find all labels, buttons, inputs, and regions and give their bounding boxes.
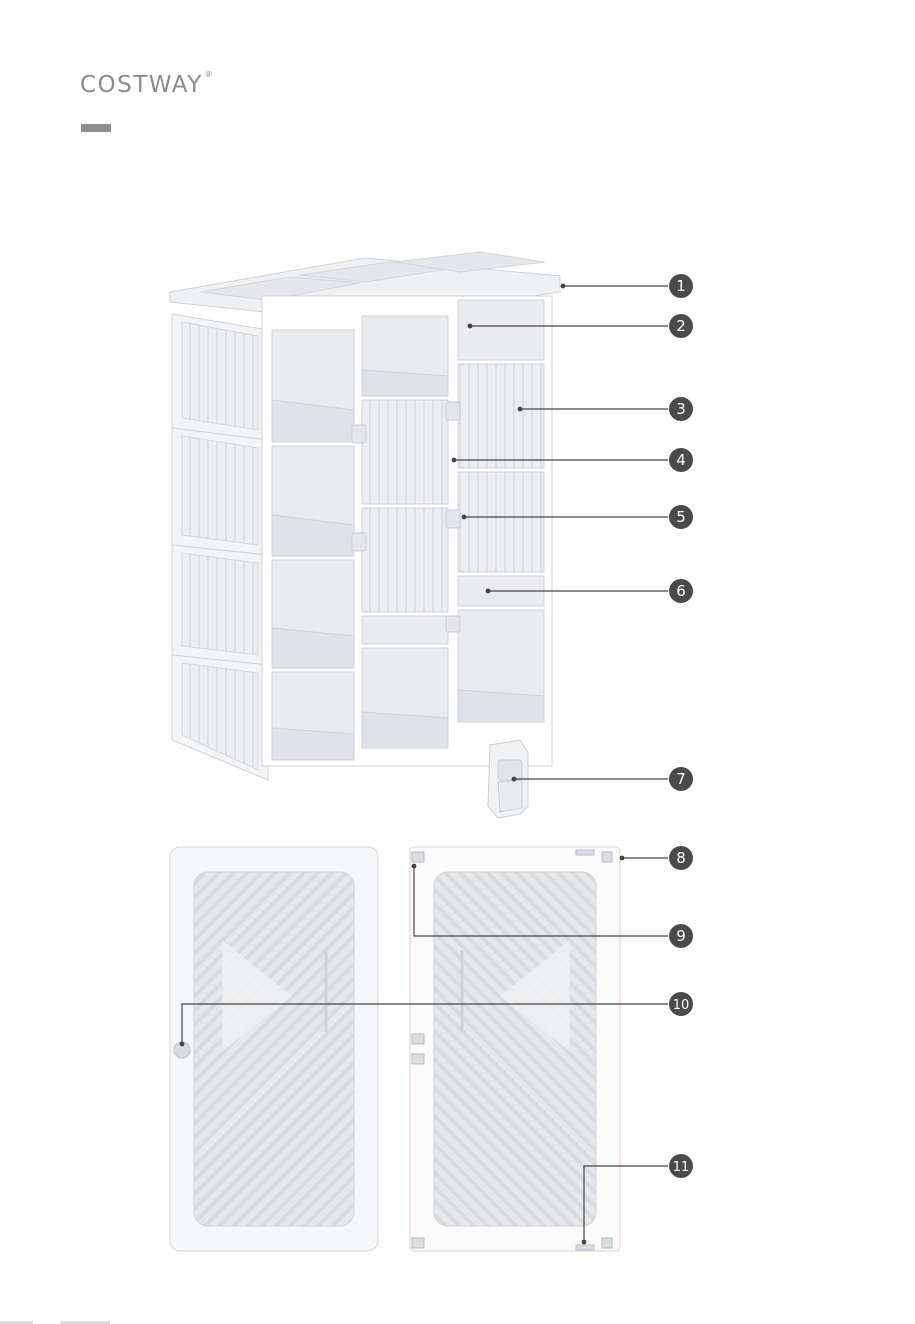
callout-11: 11 xyxy=(669,1154,693,1178)
door-back xyxy=(410,847,620,1251)
cabinet xyxy=(170,252,560,780)
callout-5-label: 5 xyxy=(676,508,686,526)
callout-10-label: 10 xyxy=(673,998,690,1013)
callout-10: 10 xyxy=(669,992,693,1016)
callout-6-label: 6 xyxy=(676,582,686,600)
callout-1-label: 1 xyxy=(676,277,686,295)
callout-3: 3 xyxy=(669,397,693,421)
callout-8: 8 xyxy=(669,846,693,870)
callout-1: 1 xyxy=(669,274,693,298)
callout-3-label: 3 xyxy=(676,400,686,418)
callout-6: 6 xyxy=(669,579,693,603)
callout-7: 7 xyxy=(669,767,693,791)
callout-4-label: 4 xyxy=(676,451,686,469)
callout-11-label: 11 xyxy=(673,1160,690,1175)
cubby-grid xyxy=(272,300,544,760)
callout-5: 5 xyxy=(669,505,693,529)
door-front xyxy=(170,847,378,1251)
callout-7-label: 7 xyxy=(676,770,686,788)
left-side-panels xyxy=(172,314,268,780)
callout-8-label: 8 xyxy=(676,849,686,867)
callout-9: 9 xyxy=(669,924,693,948)
callout-4: 4 xyxy=(669,448,693,472)
callout-2: 2 xyxy=(669,314,693,338)
callout-9-label: 9 xyxy=(676,927,686,945)
callout-2-label: 2 xyxy=(676,317,686,335)
